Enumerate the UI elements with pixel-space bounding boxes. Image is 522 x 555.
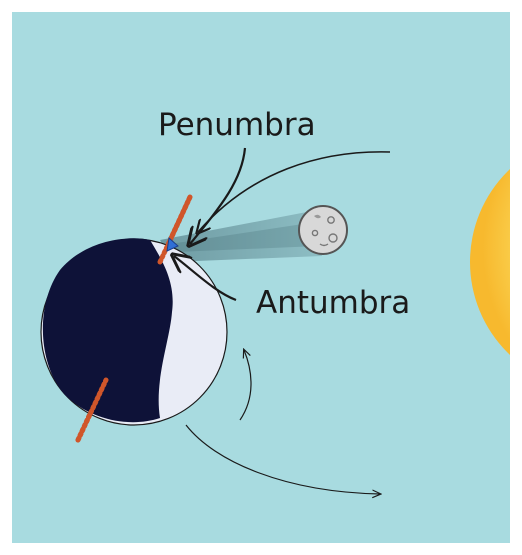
penumbra-label: Penumbra bbox=[158, 107, 316, 143]
earth-icon bbox=[41, 238, 227, 425]
moon-icon bbox=[299, 206, 347, 254]
antumbra-label: Antumbra bbox=[256, 285, 410, 321]
